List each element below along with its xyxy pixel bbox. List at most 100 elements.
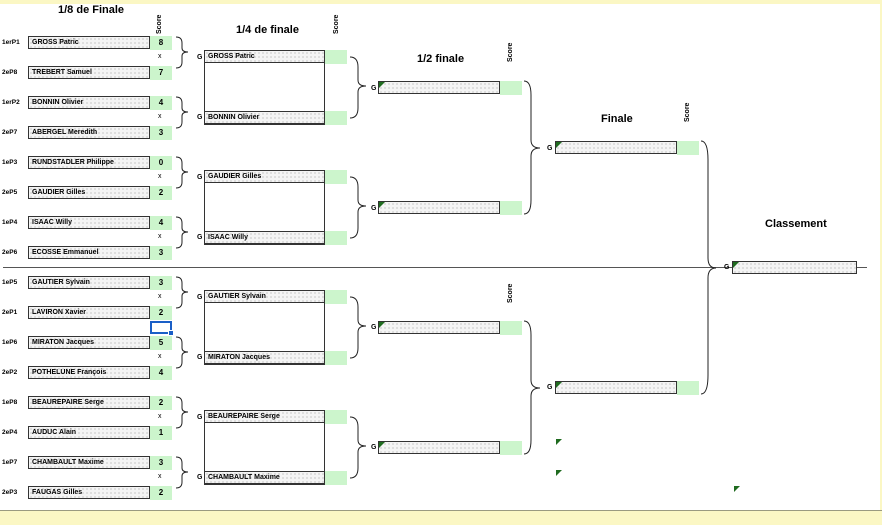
score-cell[interactable]: 8 xyxy=(150,36,172,50)
score-cell[interactable]: 2 xyxy=(150,396,172,410)
score-cell[interactable] xyxy=(325,231,347,245)
seed-label: 1eP6 xyxy=(2,339,18,346)
sheet-bottom-band xyxy=(0,510,882,525)
seed-label: 1eP4 xyxy=(2,219,18,226)
score-cell[interactable]: 2 xyxy=(150,486,172,500)
player-cell[interactable]: LAVIRON Xavier xyxy=(28,306,150,319)
winner-marker: G xyxy=(197,474,203,481)
winner-marker: G xyxy=(197,234,203,241)
score-cell[interactable]: 4 xyxy=(150,216,172,230)
player-cell[interactable]: CHAMBAULT Maxime xyxy=(28,456,150,469)
score-cell[interactable] xyxy=(325,471,347,485)
score-cell[interactable] xyxy=(677,381,699,395)
champion-cell[interactable] xyxy=(732,261,857,274)
header-sf: 1/2 finale xyxy=(417,53,465,65)
winner-marker: G xyxy=(197,114,203,121)
player-cell[interactable] xyxy=(555,141,677,154)
winner-marker: G xyxy=(371,85,377,92)
score-cell[interactable]: 5 xyxy=(150,336,172,350)
player-cell[interactable] xyxy=(378,441,500,454)
score-cell[interactable]: 0 xyxy=(150,156,172,170)
score-cell[interactable] xyxy=(500,441,522,455)
score-header-r16: Score xyxy=(156,14,163,34)
seed-label: 2eP7 xyxy=(2,129,18,136)
winner-marker: G xyxy=(371,324,377,331)
score-cell[interactable] xyxy=(500,201,522,215)
score-cell[interactable]: 3 xyxy=(150,456,172,470)
player-cell[interactable]: GAUDIER Gilles xyxy=(28,186,150,199)
seed-label: 2eP8 xyxy=(2,69,18,76)
score-cell[interactable] xyxy=(325,290,347,304)
versus-mark: x xyxy=(158,293,162,300)
score-cell[interactable]: 3 xyxy=(150,246,172,260)
player-cell[interactable]: GAUTIER Sylvain xyxy=(204,290,325,303)
score-cell[interactable] xyxy=(325,111,347,125)
winner-marker: G xyxy=(197,54,203,61)
player-cell[interactable] xyxy=(378,321,500,334)
seed-label: 1eP8 xyxy=(2,399,18,406)
player-cell[interactable]: ECOSSE Emmanuel xyxy=(28,246,150,259)
versus-mark: x xyxy=(158,53,162,60)
player-cell[interactable]: BONNIN Olivier xyxy=(204,111,325,124)
score-cell[interactable]: 3 xyxy=(150,126,172,140)
player-cell[interactable]: ISAAC Willy xyxy=(204,231,325,244)
header-r16: 1/8 de Finale xyxy=(58,4,125,16)
player-cell[interactable]: BEAUREPAIRE Serge xyxy=(28,396,150,409)
seed-label: 2eP6 xyxy=(2,249,18,256)
player-cell[interactable]: AUDUC Alain xyxy=(28,426,150,439)
score-cell[interactable]: 7 xyxy=(150,66,172,80)
player-cell[interactable]: MIRATON Jacques xyxy=(204,351,325,364)
player-cell[interactable]: TREBERT Samuel xyxy=(28,66,150,79)
header-qf: 1/4 de finale xyxy=(236,24,299,36)
player-cell[interactable]: BEAUREPAIRE Serge xyxy=(204,410,325,423)
seed-label: 1eP7 xyxy=(2,459,18,466)
seed-label: 2eP2 xyxy=(2,369,18,376)
score-cell[interactable] xyxy=(677,141,699,155)
score-cell[interactable]: 1 xyxy=(150,426,172,440)
score-cell[interactable] xyxy=(325,351,347,365)
score-header-qf: Score xyxy=(333,14,340,34)
score-cell[interactable] xyxy=(325,170,347,184)
score-cell[interactable]: 4 xyxy=(150,366,172,380)
score-cell[interactable] xyxy=(325,410,347,424)
winner-marker: G xyxy=(197,174,203,181)
player-cell[interactable]: MIRATON Jacques xyxy=(28,336,150,349)
score-cell[interactable] xyxy=(500,81,522,95)
player-cell[interactable] xyxy=(378,201,500,214)
winner-marker: G xyxy=(547,145,553,152)
score-header-sf: Score xyxy=(507,42,514,62)
player-cell[interactable]: CHAMBAULT Maxime xyxy=(204,471,325,484)
versus-mark: x xyxy=(158,473,162,480)
seed-label: 1eP5 xyxy=(2,279,18,286)
seed-label: 1eP3 xyxy=(2,159,18,166)
player-cell[interactable]: BONNIN Olivier xyxy=(28,96,150,109)
seed-label: 2eP4 xyxy=(2,429,18,436)
seed-label: 2eP1 xyxy=(2,309,18,316)
player-cell[interactable]: GAUDIER Gilles xyxy=(204,170,325,183)
player-cell[interactable]: GAUTIER Sylvain xyxy=(28,276,150,289)
selected-cell[interactable] xyxy=(150,321,174,336)
score-cell[interactable]: 4 xyxy=(150,96,172,110)
versus-mark: x xyxy=(158,353,162,360)
score-cell[interactable]: 2 xyxy=(150,306,172,320)
player-cell[interactable]: GROSS Patric xyxy=(204,50,325,63)
score-header-final: Score xyxy=(684,102,691,122)
player-cell[interactable] xyxy=(378,81,500,94)
player-cell[interactable]: ISAAC Willy xyxy=(28,216,150,229)
player-cell[interactable]: POTHELUNE François xyxy=(28,366,150,379)
score-cell[interactable] xyxy=(325,50,347,64)
player-cell[interactable] xyxy=(555,381,677,394)
player-cell[interactable]: FAUGAS Gilles xyxy=(28,486,150,499)
versus-mark: x xyxy=(158,233,162,240)
winner-marker: G xyxy=(197,354,203,361)
player-cell[interactable]: RUNDSTADLER Philippe xyxy=(28,156,150,169)
winner-marker: G xyxy=(547,384,553,391)
seed-label: 2eP5 xyxy=(2,189,18,196)
player-cell[interactable]: GROSS Patric xyxy=(28,36,150,49)
score-cell[interactable]: 2 xyxy=(150,186,172,200)
score-cell[interactable]: 3 xyxy=(150,276,172,290)
player-cell[interactable]: ABERGEL Meredith xyxy=(28,126,150,139)
seed-label: 2eP3 xyxy=(2,489,18,496)
score-cell[interactable] xyxy=(500,321,522,335)
comment-flag-icon xyxy=(556,439,562,445)
